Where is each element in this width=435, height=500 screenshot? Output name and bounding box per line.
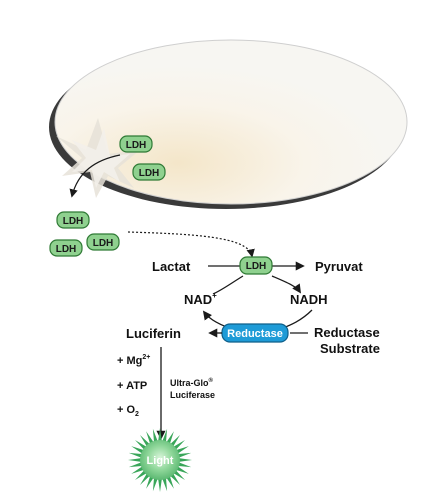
ldh-enzyme: LDH	[49, 239, 83, 257]
ldh-label: LDH	[126, 140, 147, 151]
nadh-arrow	[271, 275, 302, 294]
ldh-label: LDH	[246, 261, 267, 272]
substrate-label-2: Substrate	[320, 341, 380, 356]
luciferase-label: Luciferase	[170, 390, 215, 400]
nad-branch	[212, 275, 244, 295]
ldh-label: LDH	[56, 244, 77, 255]
nadh-label: NADH	[290, 292, 328, 307]
cell-body	[54, 39, 408, 205]
light-core	[140, 440, 180, 480]
pyruvat-label: Pyruvat	[315, 259, 363, 274]
reductase-label: Reductase	[227, 328, 283, 340]
ldh-enzyme: LDH	[119, 135, 153, 153]
ldh-enzyme: LDH	[56, 211, 90, 229]
cell	[49, 39, 408, 209]
ldh-label: LDH	[93, 238, 114, 249]
membrane-rupture-inner	[72, 128, 130, 188]
ldh-enzyme: LDH	[86, 233, 120, 251]
ultraglo-label: Ultra-Glo®	[170, 377, 214, 388]
dotted-arrow	[127, 231, 255, 258]
light-label: Light	[147, 455, 174, 467]
substrate-label-1: Reductase	[314, 325, 380, 340]
o2-label: + O2	[117, 404, 139, 418]
lactat-label: Lactat	[152, 259, 191, 274]
luciferin-label: Luciferin	[126, 326, 181, 341]
mg-label: + Mg2+	[117, 354, 150, 367]
ldh-label: LDH	[63, 216, 84, 227]
ldh-label: LDH	[139, 168, 160, 179]
reductase-enzyme: Reductase	[221, 323, 289, 343]
atp-label: + ATP	[117, 380, 147, 392]
nad-label: NAD+	[184, 291, 217, 307]
ldh-enzyme-reaction: LDH	[239, 256, 273, 275]
ldh-enzyme: LDH	[132, 163, 166, 181]
release-arrow	[69, 154, 121, 198]
